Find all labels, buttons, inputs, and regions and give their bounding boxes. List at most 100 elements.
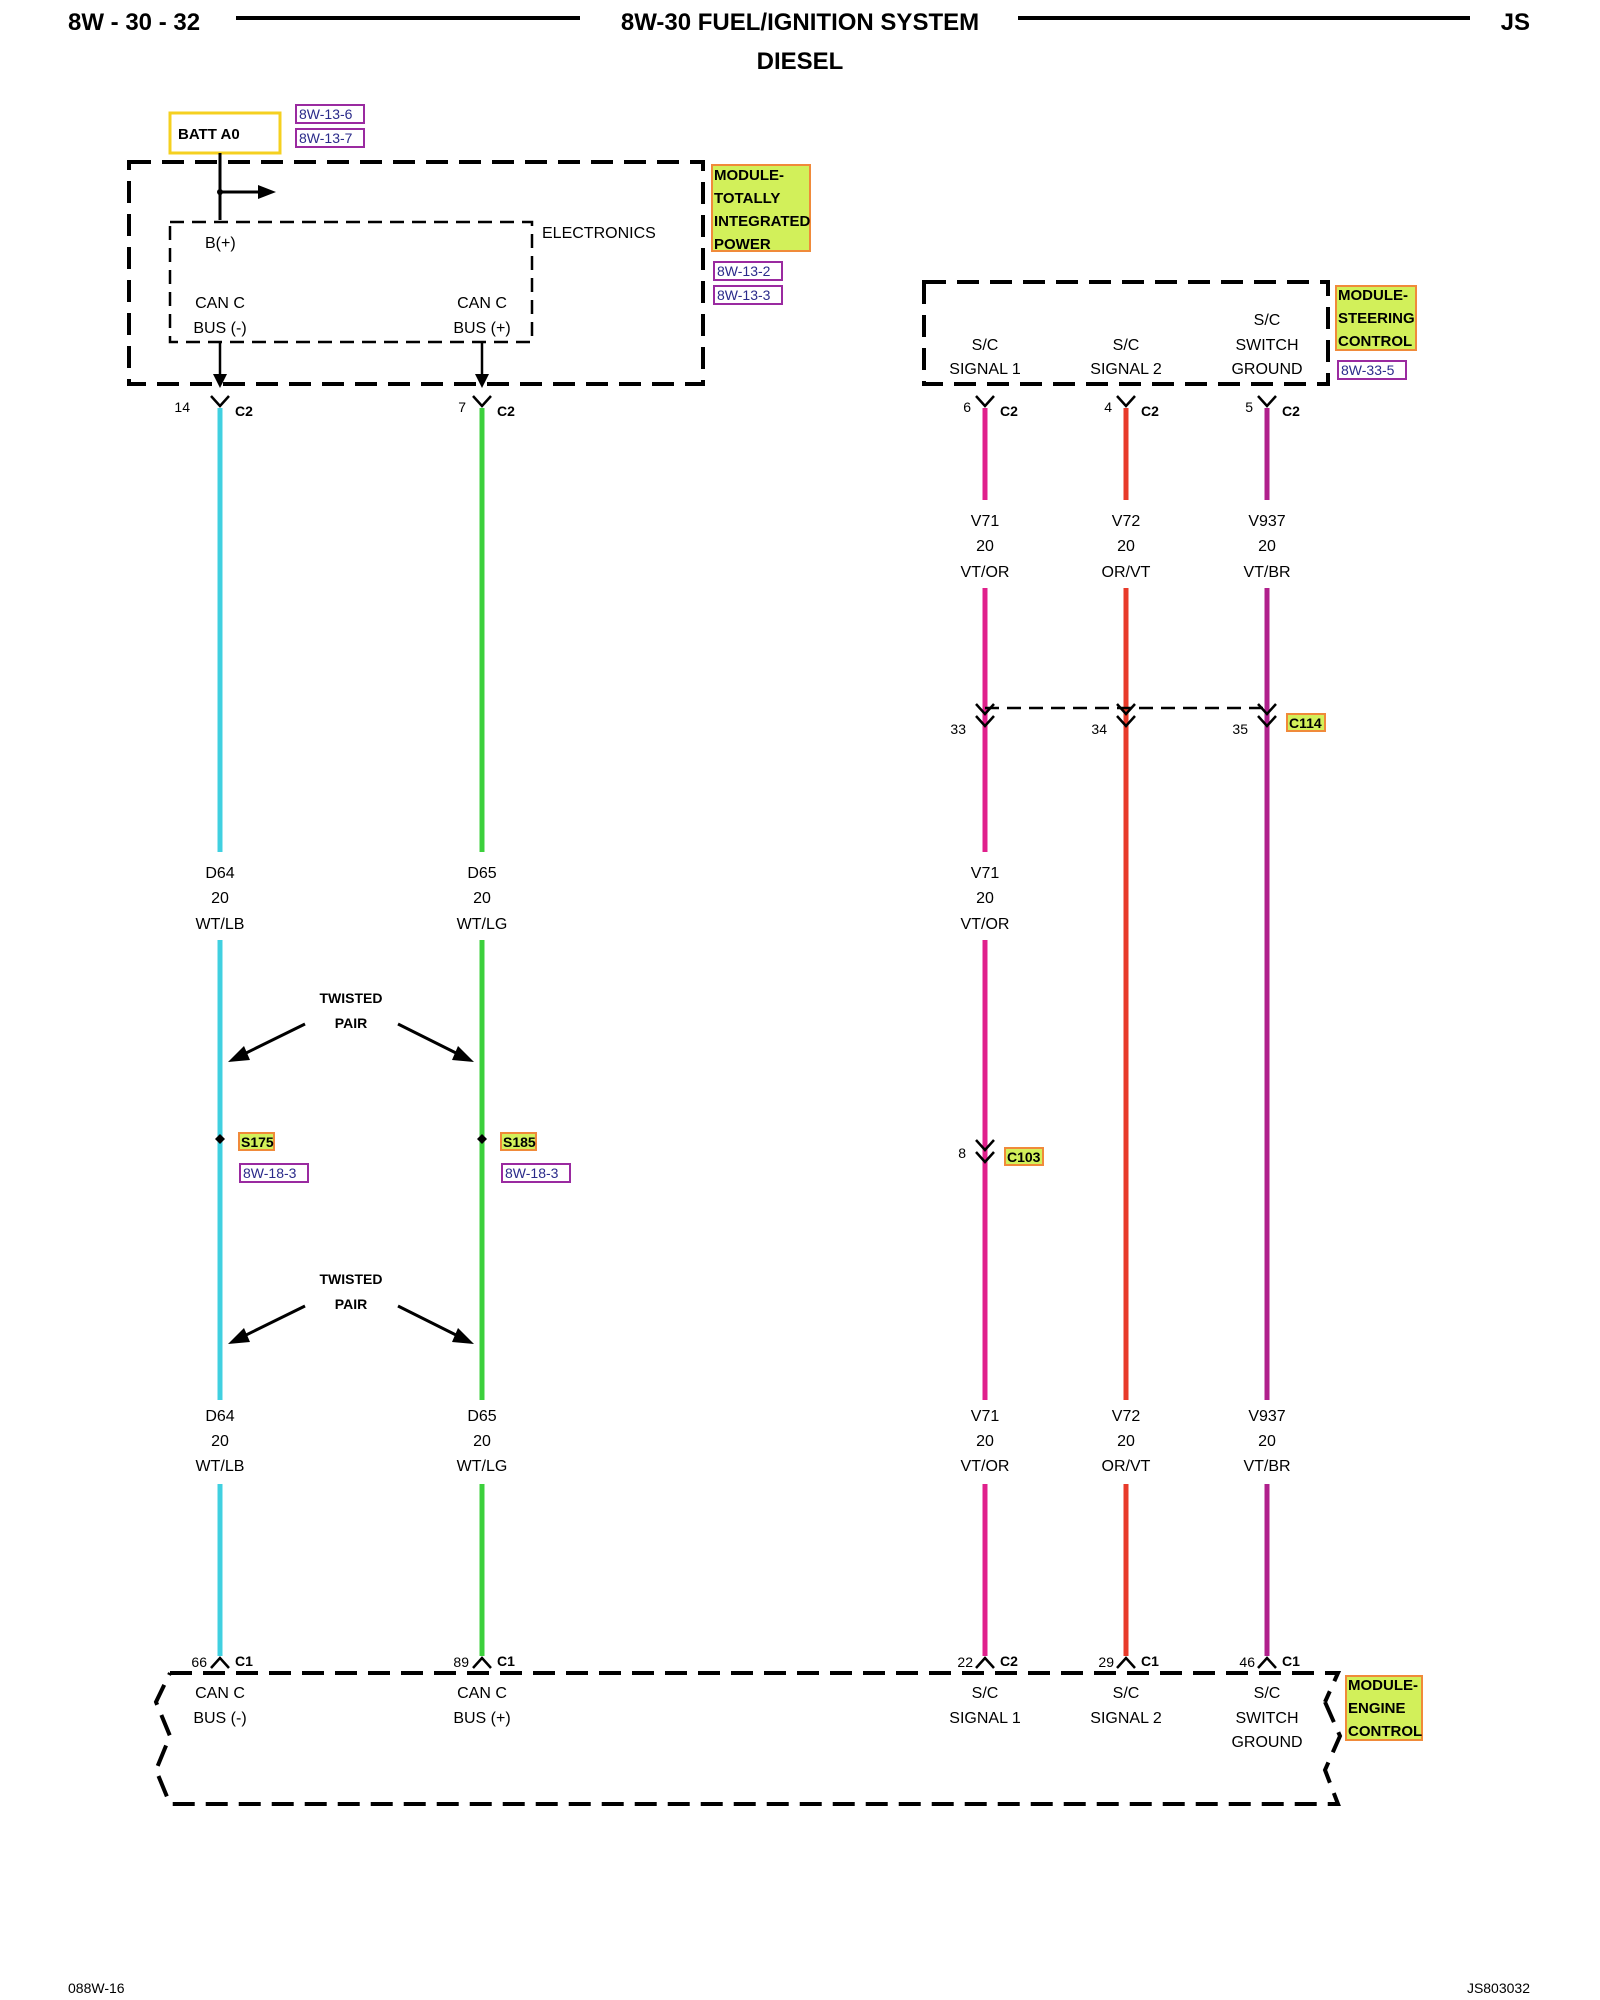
circuit-id: V71	[971, 865, 1000, 882]
callout-line	[239, 1022, 306, 1058]
ref-link[interactable]: 8W-13-3	[717, 287, 771, 303]
ref-link[interactable]: 8W-18-3	[505, 1165, 559, 1181]
circuit-id: D64	[205, 865, 234, 882]
splice-tag[interactable]: S175	[241, 1134, 274, 1150]
ref-link[interactable]: 8W-13-2	[717, 263, 771, 279]
c114-tag[interactable]: C114	[1289, 715, 1322, 731]
wire-color: VT/OR	[961, 564, 1010, 581]
wire-gauge: 20	[473, 890, 491, 907]
wire-color: VT/OR	[961, 1458, 1010, 1475]
page-number: 8W - 30 - 32	[68, 9, 200, 36]
pin-number: 29	[1098, 1654, 1114, 1670]
ref-link[interactable]: 8W-13-7	[299, 130, 353, 146]
tipm-name-line[interactable]: POWER	[714, 236, 771, 253]
scm-name-line[interactable]: MODULE-	[1338, 287, 1408, 304]
tipm-pin-label: BUS (-)	[193, 320, 246, 337]
ecm-pin-label: CAN C	[457, 1685, 507, 1702]
batt-a0-label[interactable]: BATT A0	[178, 126, 240, 143]
arrow-down-icon	[475, 374, 489, 388]
ecm-name-line[interactable]: ENGINE	[1348, 1700, 1406, 1717]
connector-name[interactable]: C1	[1141, 1653, 1159, 1669]
circuit-id: V71	[971, 513, 1000, 530]
bplus-label: B(+)	[205, 235, 236, 252]
wire-gauge: 20	[473, 1433, 491, 1450]
circuit-id: D65	[467, 865, 496, 882]
scm-pin-label: S/C	[1254, 312, 1281, 329]
wire-gauge: 20	[1117, 538, 1135, 555]
tipm-name-line[interactable]: TOTALLY	[714, 190, 780, 207]
connector-pin-icon	[1257, 395, 1277, 408]
splice-dot	[215, 1134, 225, 1144]
connector-pin-icon	[1116, 1656, 1136, 1669]
connector-pin-icon	[975, 1139, 995, 1152]
pin-number: 5	[1245, 399, 1253, 415]
scm-pin-label: SWITCH	[1235, 337, 1298, 354]
connector-name[interactable]: C1	[235, 1653, 253, 1669]
ecm-pin-label: BUS (+)	[453, 1710, 510, 1727]
connector-pin-icon	[1257, 715, 1277, 728]
circuit-id: V937	[1248, 513, 1285, 530]
c103-tag-box	[1004, 1147, 1044, 1166]
pin-number: 22	[957, 1654, 973, 1670]
connector-name[interactable]: C2	[235, 403, 253, 419]
wire-color: WT/LG	[457, 916, 508, 933]
connector-name[interactable]: C2	[1000, 403, 1018, 419]
arrow-icon	[452, 1328, 474, 1344]
arrow-down-icon	[213, 374, 227, 388]
wire-gauge: 20	[211, 1433, 229, 1450]
connector-pin-icon	[975, 1151, 995, 1164]
connector-pin-icon	[210, 395, 230, 408]
tipm-name-box	[711, 164, 811, 252]
wire-color: VT/OR	[961, 916, 1010, 933]
tipm-name-line[interactable]: MODULE-	[714, 167, 784, 184]
connector-name[interactable]: C1	[1282, 1653, 1300, 1669]
ecm-name-line[interactable]: MODULE-	[1348, 1677, 1418, 1694]
wire-gauge: 20	[976, 890, 994, 907]
scm-name-line[interactable]: STEERING	[1338, 310, 1415, 327]
connector-name[interactable]: C2	[1282, 403, 1300, 419]
ecm-name-line[interactable]: CONTROL	[1348, 1723, 1422, 1740]
ref-link[interactable]: 8W-13-6	[299, 106, 353, 122]
splice-tag[interactable]: S185	[503, 1134, 536, 1150]
connector-name[interactable]: C1	[497, 1653, 515, 1669]
wire-gauge: 20	[1117, 1433, 1135, 1450]
wire-layer	[217, 408, 1270, 1656]
connector-name[interactable]: C2	[1141, 403, 1159, 419]
c103-tag[interactable]: C103	[1007, 1149, 1041, 1165]
scm-pin-label: S/C	[1113, 337, 1140, 354]
wire-color: VT/BR	[1243, 564, 1290, 581]
scm-pin-label: SIGNAL 2	[1090, 361, 1162, 378]
twisted-pair-label: TWISTED	[320, 1271, 383, 1287]
ecm-pin-label: S/C	[1113, 1685, 1140, 1702]
wire-color: VT/BR	[1243, 1458, 1290, 1475]
circuit-id: D64	[205, 1408, 234, 1425]
tipm-name-line[interactable]: INTEGRATED	[714, 213, 811, 230]
pin-number: 33	[950, 721, 966, 737]
circuit-id: V937	[1248, 1408, 1285, 1425]
connector-pin-icon	[472, 1656, 492, 1669]
tipm-pin-label: CAN C	[457, 295, 507, 312]
ref-link[interactable]: 8W-33-5	[1341, 362, 1395, 378]
splice-tag-box	[238, 1132, 275, 1151]
connector-name[interactable]: C2	[497, 403, 515, 419]
callout-line	[239, 1304, 306, 1340]
ref-link[interactable]: 8W-18-3	[243, 1165, 297, 1181]
connector-pin-icon	[975, 395, 995, 408]
ref-box	[713, 285, 783, 305]
pin-number: 8	[958, 1145, 966, 1161]
power-arrow-icon	[258, 185, 276, 199]
connector-name[interactable]: C2	[1000, 1653, 1018, 1669]
ref-box	[501, 1163, 571, 1183]
page-title: 8W-30 FUEL/IGNITION SYSTEM	[621, 9, 979, 36]
pin-number: 34	[1091, 721, 1107, 737]
connector-glyph-layer	[210, 395, 1277, 1669]
wire-gauge: 20	[1258, 538, 1276, 555]
circuit-id: D65	[467, 1408, 496, 1425]
ecm-module-outline	[153, 1671, 1343, 1806]
wire-color: WT/LG	[457, 1458, 508, 1475]
scm-name-line[interactable]: CONTROL	[1338, 333, 1412, 350]
pin-number: 14	[174, 399, 190, 415]
pin-number: 7	[458, 399, 466, 415]
scm-pin-label: S/C	[972, 337, 999, 354]
scm-name-box	[1335, 285, 1417, 351]
